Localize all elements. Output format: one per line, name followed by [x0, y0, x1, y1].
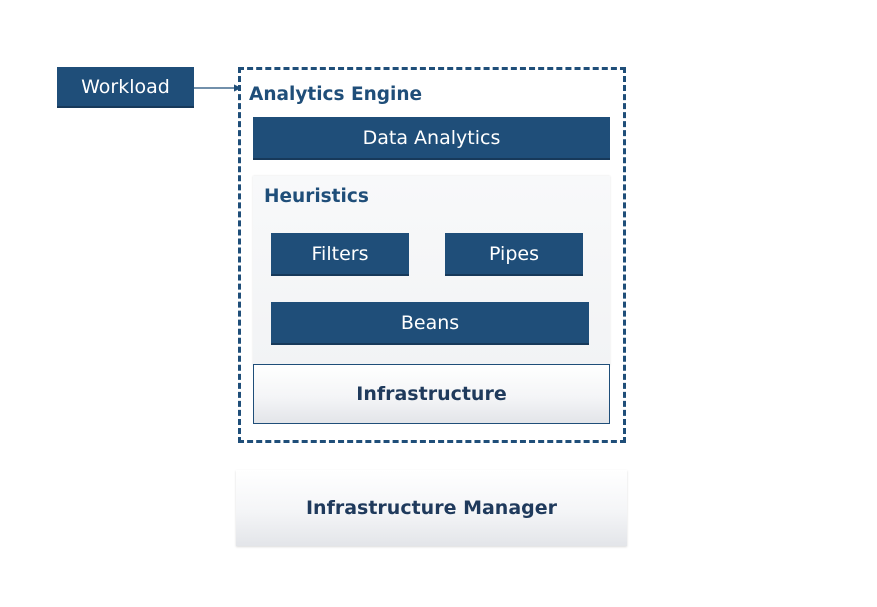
beans-box: Beans — [271, 302, 589, 345]
pipes-box: Pipes — [445, 233, 583, 276]
filters-box: Filters — [271, 233, 409, 276]
analytics-engine-title: Analytics Engine — [249, 84, 423, 105]
beans-label: Beans — [400, 311, 460, 334]
workload-box: Workload — [57, 67, 194, 108]
heuristics-title: Heuristics — [264, 186, 369, 207]
filters-label: Filters — [311, 242, 369, 265]
analytics-engine-container — [238, 67, 626, 443]
workload-label: Workload — [81, 75, 170, 98]
infrastructure-manager-label: Infrastructure Manager — [305, 497, 558, 519]
infrastructure-box: Infrastructure — [253, 364, 610, 424]
infrastructure-label: Infrastructure — [356, 383, 507, 405]
pipes-label: Pipes — [489, 242, 539, 265]
data-analytics-label: Data Analytics — [362, 126, 501, 149]
data-analytics-box: Data Analytics — [253, 117, 610, 160]
infrastructure-manager-box: Infrastructure Manager — [236, 470, 627, 546]
